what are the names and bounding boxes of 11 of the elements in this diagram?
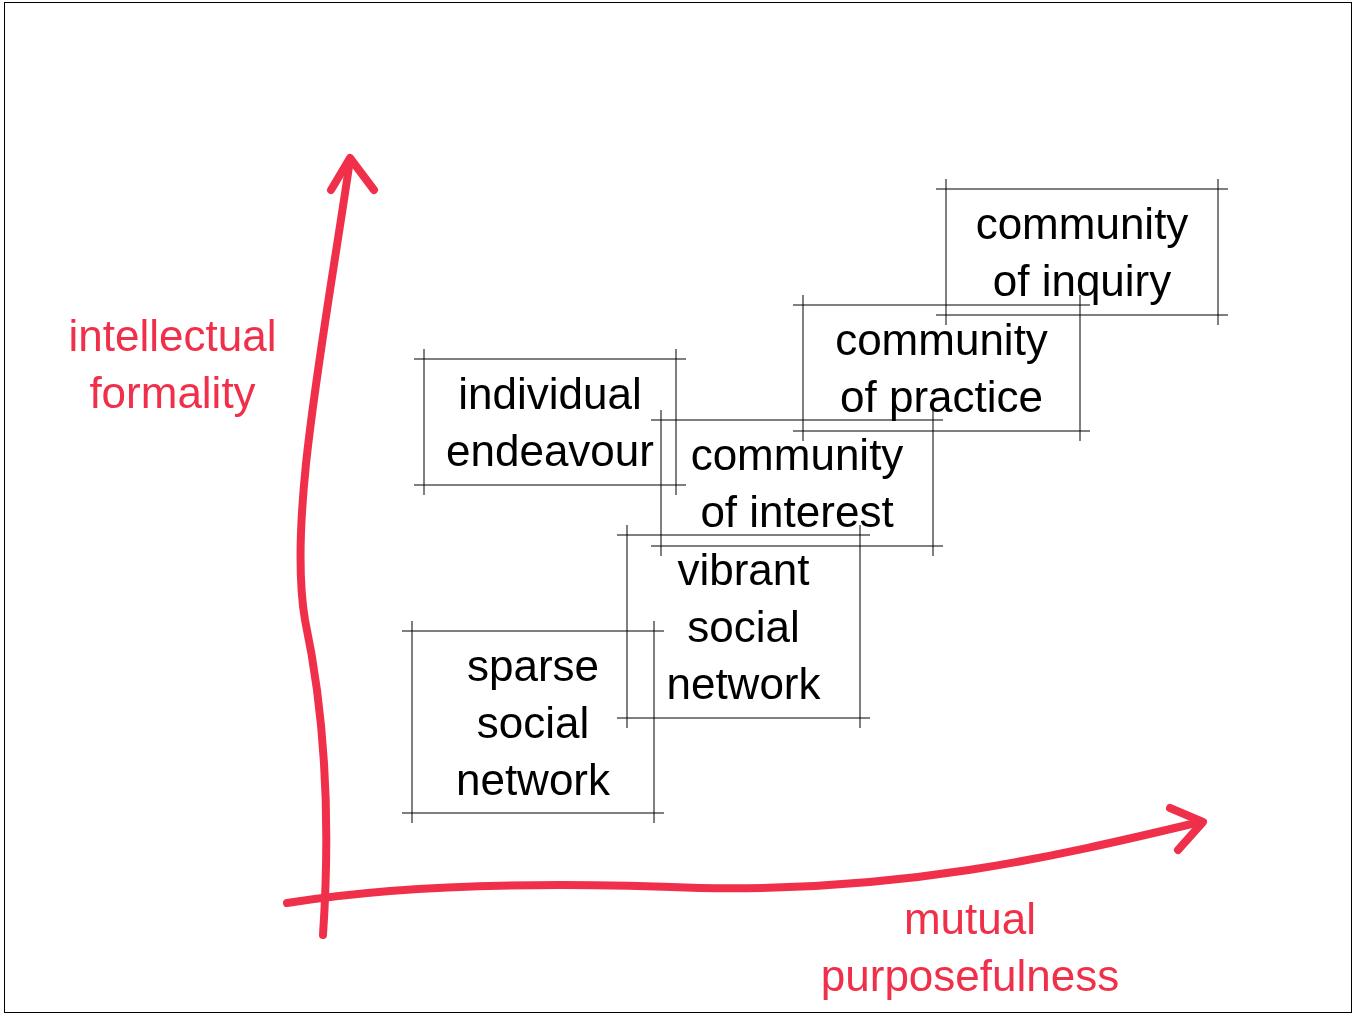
concept-box <box>414 349 686 495</box>
box-label: community of inquiry <box>974 198 1190 307</box>
concept-box <box>936 179 1228 325</box>
box-label: sparse social network <box>454 639 612 806</box>
box-label: vibrant social network <box>665 544 822 710</box>
concept-box <box>617 525 870 728</box>
box-label: individual endeavour <box>445 368 655 477</box>
concept-box <box>402 621 664 823</box>
axis-label: intellectual formality <box>67 310 278 419</box>
box-label: community of practice <box>834 314 1049 423</box>
axis-label: mutual purposefulness <box>819 893 1121 1002</box>
